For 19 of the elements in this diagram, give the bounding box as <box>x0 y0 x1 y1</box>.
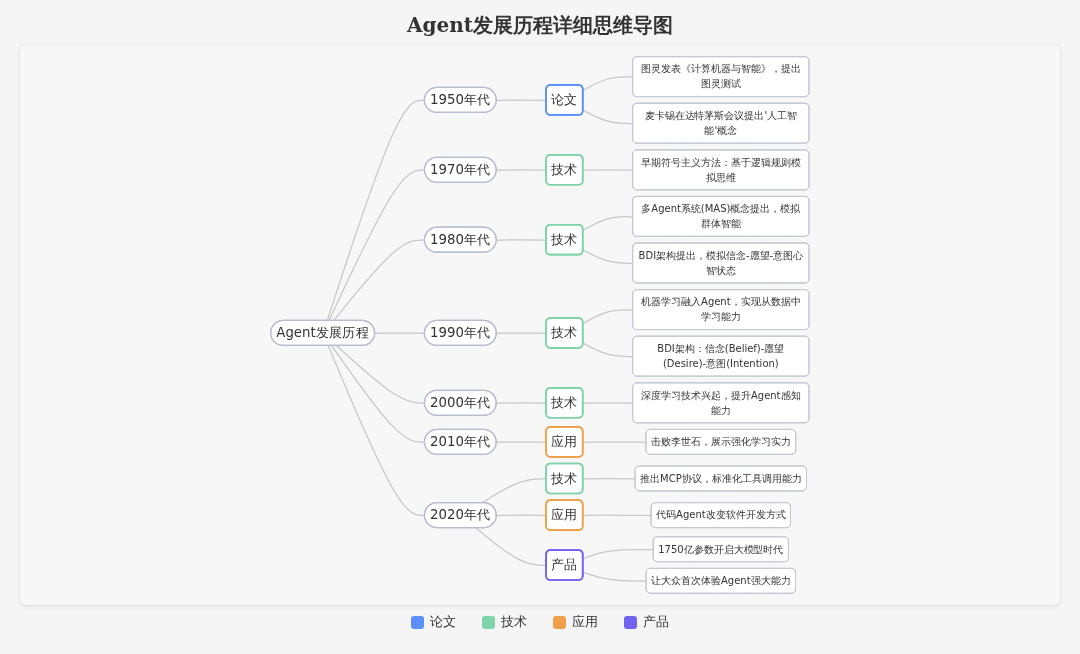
legend-label: 论文 <box>430 613 456 631</box>
connector <box>582 571 648 582</box>
connector <box>582 441 648 443</box>
connector <box>582 109 634 125</box>
connector <box>582 216 634 231</box>
connector <box>582 309 634 325</box>
connector <box>582 548 655 560</box>
connector <box>582 249 634 265</box>
connector <box>582 169 634 171</box>
connector <box>582 478 637 480</box>
legend-label: 技术 <box>501 613 527 631</box>
legend-label: 应用 <box>572 613 598 631</box>
connector <box>582 342 634 358</box>
diagram-title: Agent发展历程详细思维导图 <box>407 12 673 39</box>
legend-label: 产品 <box>643 613 669 631</box>
connector <box>582 402 634 404</box>
connector <box>582 514 653 517</box>
diagram-panel: Agent发展历程 1950年代 论文 图灵发表《计算机器与智能》，提出图灵测试 麦卡锡在达特茅斯会议提出'人工智能'概念 1970年代 技术 早期符号主义方法：基于逻辑规则模拟思维 1980年代 技术 多Agent系统(MAS)概念提出，模拟群体智能 BDI架构提出，模拟信念-愿望-意图心智状态 1990年代 技术 机器学习融入Agent，实现从数据中学习能力 BDI架构：信念(Belief)-愿望(Desire)-意图(Intention) 2000年代 技术 深度学习技术兴起，提升Agent感知能力 2010年代 应用 击败李世石，展示强化学习实力 2020年代 技术 推出MCP协议，标准化工具调用能力 应用 代码Agent改变软件开发方式 产品 1750亿参数开启大模型时代 让大众首次体验Agent强大能力 <box>20 45 1060 605</box>
connector <box>582 76 634 92</box>
